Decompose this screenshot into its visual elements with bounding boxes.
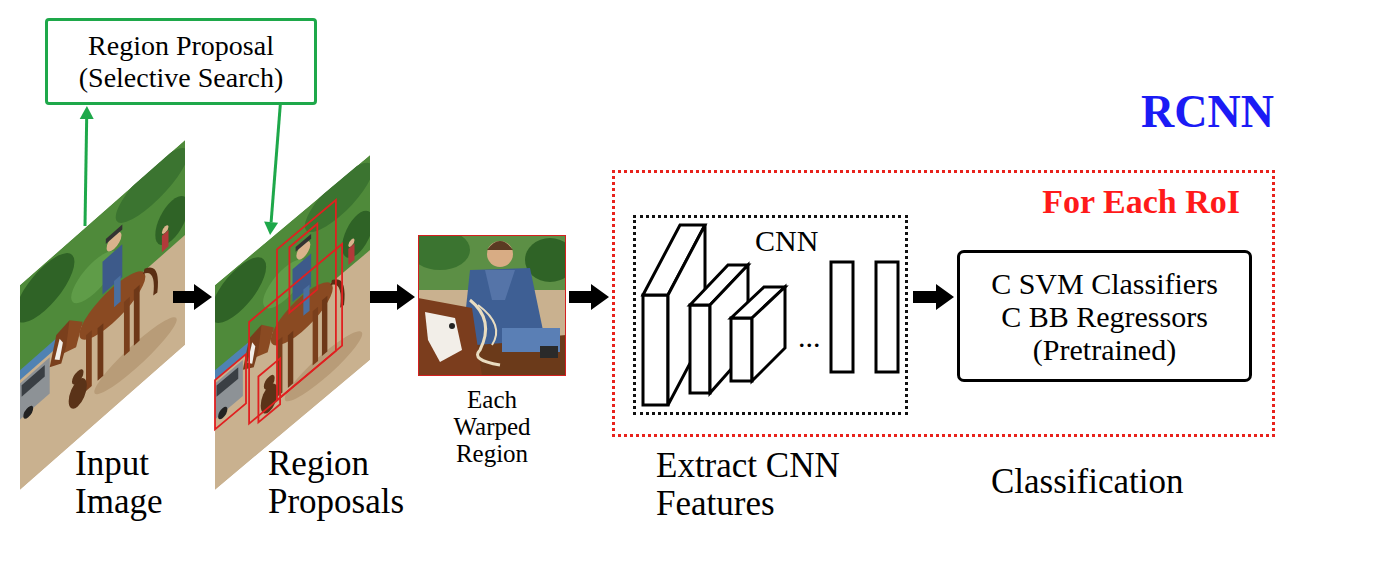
cnn-layers-part [876, 262, 898, 372]
warped-photo-part [540, 346, 558, 358]
input-photo-part-part [20, 140, 185, 490]
arrow-shape [370, 284, 415, 310]
node-text: For Each RoI [1042, 183, 1240, 221]
node-text: Input Image [75, 445, 195, 521]
arrow-head [264, 222, 278, 236]
warped-photo-part [449, 323, 455, 329]
cnn-layers-part [731, 318, 752, 381]
flow-arrow [80, 106, 94, 226]
warped-photo-part [485, 270, 515, 300]
warped-photo-part [487, 241, 513, 250]
node-text: Region Proposal (Selective Search) [58, 30, 304, 94]
image-panel: Region Proposals [215, 155, 370, 490]
proposal-boxes [215, 195, 342, 459]
region-box: For Each RoI CNN C SVM Classifiers C BB Re… [612, 170, 1275, 437]
warped-photo-part [418, 298, 482, 376]
block-arrow [173, 284, 212, 310]
block-arrow [569, 284, 609, 310]
image-panel: Input Image [20, 140, 185, 490]
proposal-boxes-part [258, 358, 280, 422]
proposal-boxes-part [289, 224, 317, 313]
node-text: Each Warped Region [442, 386, 542, 467]
block-arrow [370, 284, 415, 310]
title-label: RCNN [1141, 86, 1274, 138]
input-photo [15, 134, 188, 495]
flow-arrow [264, 105, 280, 235]
proposal-boxes-part [277, 200, 336, 400]
proposal-photo [210, 149, 373, 494]
process-box: CNN [633, 215, 908, 415]
cnn-layers-part [690, 305, 710, 393]
proposal-boxes-part [215, 354, 246, 429]
image-panel: Each Warped Region [418, 235, 566, 376]
node-text: C SVM Classifiers C BB Regressors (Pretr… [985, 267, 1225, 366]
proposal-boxes-part [249, 244, 342, 424]
warped-photo-part [418, 235, 470, 270]
block-arrow [913, 284, 954, 310]
process-box: C SVM Classifiers C BB Regressors (Pretr… [957, 250, 1252, 382]
input-photo-part [20, 140, 185, 490]
warped-photo-part [487, 241, 513, 267]
warped-photo [418, 235, 566, 376]
process-box: Region Proposal (Selective Search) [45, 18, 317, 105]
ellipsis-label: ... [798, 320, 821, 354]
warped-photo-part [478, 305, 496, 345]
arrow-line [85, 119, 87, 226]
proposal-photo-part-part [215, 155, 370, 490]
stage-label: Extract CNN Features [656, 447, 851, 523]
warped-photo-part [425, 312, 462, 362]
node-text: CNN [755, 224, 818, 258]
cnn-layers [643, 225, 898, 405]
arrow-shape [173, 284, 212, 310]
arrow-shape [569, 284, 609, 310]
stage-label: Classification [991, 462, 1183, 502]
cnn-layers-part [643, 295, 668, 405]
arrow-line [271, 105, 280, 222]
proposal-photo-part [215, 155, 370, 490]
warped-photo-part [470, 300, 500, 365]
node-text: Region Proposals [268, 445, 418, 521]
cnn-layers-part [752, 287, 785, 381]
cnn-layers-part [831, 262, 853, 372]
arrow-shape [913, 284, 954, 310]
arrow-head [80, 106, 94, 119]
